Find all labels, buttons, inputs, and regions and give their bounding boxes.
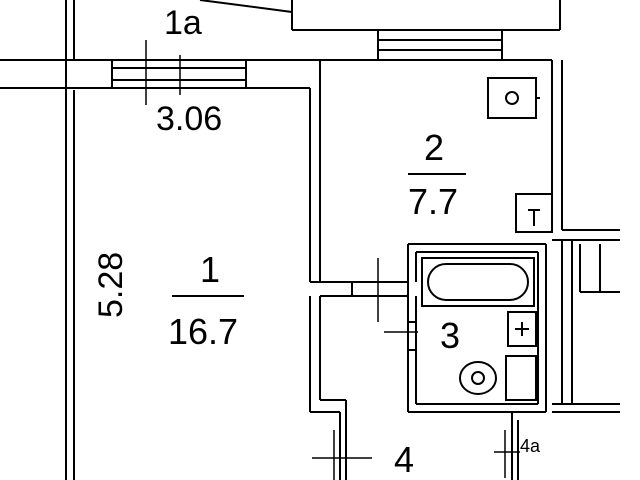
room-2-number: 2 — [424, 127, 444, 168]
fixtures — [421, 77, 553, 401]
walls — [0, 0, 620, 480]
room-1-area: 16.7 — [168, 311, 238, 352]
stove-icon — [487, 77, 537, 119]
room-1-number: 1 — [200, 249, 220, 290]
room-1-length-dimension: 5.28 — [92, 252, 130, 318]
bathtub-icon — [421, 257, 535, 307]
room-4-label: 4 — [394, 439, 414, 480]
windows — [111, 29, 503, 89]
room-2-area: 7.7 — [408, 181, 458, 222]
kitchen-sink-icon — [515, 193, 553, 233]
balcony-width-dimension: 3.06 — [156, 100, 222, 138]
room-1a-label: 1a — [164, 4, 202, 42]
toilet-icon — [505, 355, 537, 401]
ticks — [145, 40, 520, 480]
room-4a-label: 4a — [520, 436, 541, 456]
washbasin-icon — [507, 311, 537, 347]
room-3-label: 3 — [440, 315, 460, 356]
doorways — [351, 281, 417, 351]
